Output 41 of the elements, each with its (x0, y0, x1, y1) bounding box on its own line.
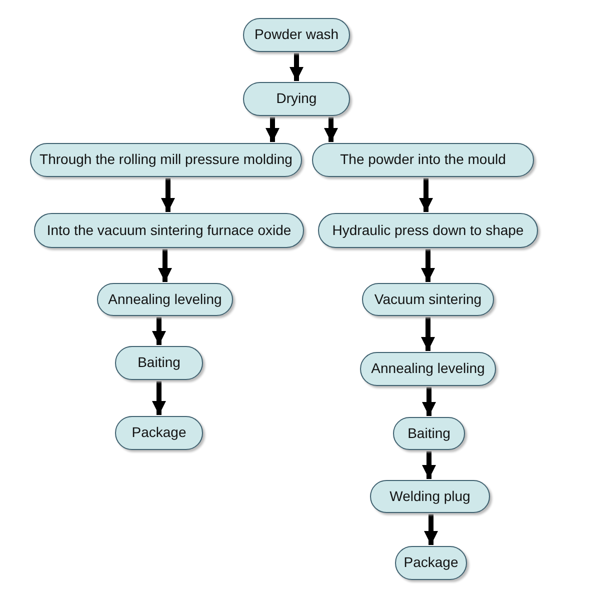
step-label: Annealing leveling (371, 361, 485, 377)
arrow (290, 53, 304, 81)
arrow (161, 178, 175, 212)
step-label: Welding plug (390, 488, 470, 504)
step-label: Baiting (408, 426, 450, 442)
step-label: Vacuum sintering (374, 292, 482, 308)
step-label: Hydraulic press down to shape (332, 222, 524, 238)
step-label: Package (132, 425, 186, 441)
arrow (422, 451, 436, 479)
arrow (324, 117, 338, 142)
arrow (266, 117, 280, 142)
process-pill (318, 213, 538, 248)
arrow (152, 381, 166, 415)
process-pill (395, 546, 467, 580)
process-pill (360, 352, 496, 386)
arrow (158, 249, 172, 282)
process-pill (312, 143, 534, 177)
step-label: Powder wash (254, 27, 339, 43)
process-pill (115, 416, 203, 450)
arrow (152, 317, 166, 345)
arrow (422, 387, 436, 416)
process-pill (243, 82, 350, 116)
process-pill (370, 480, 490, 513)
arrow (424, 514, 438, 545)
step-label: The powder into the mould (340, 152, 506, 168)
step-label: Through the rolling mill pressure molding (40, 152, 292, 168)
step-label: Baiting (138, 355, 180, 371)
step-label: Package (404, 555, 458, 571)
process-pill (362, 283, 494, 316)
process-pill (34, 213, 304, 248)
process-pill (115, 346, 203, 380)
arrow (421, 317, 435, 351)
step-label: Into the vacuum sintering furnace oxide (46, 222, 292, 238)
arrow (419, 178, 433, 212)
process-pill (393, 417, 465, 450)
step-label: Drying (276, 91, 317, 107)
process-pill (97, 283, 233, 316)
arrow (421, 249, 435, 282)
step-label: Annealing leveling (108, 292, 222, 308)
process-pill (30, 143, 302, 177)
process-pill (243, 18, 350, 52)
